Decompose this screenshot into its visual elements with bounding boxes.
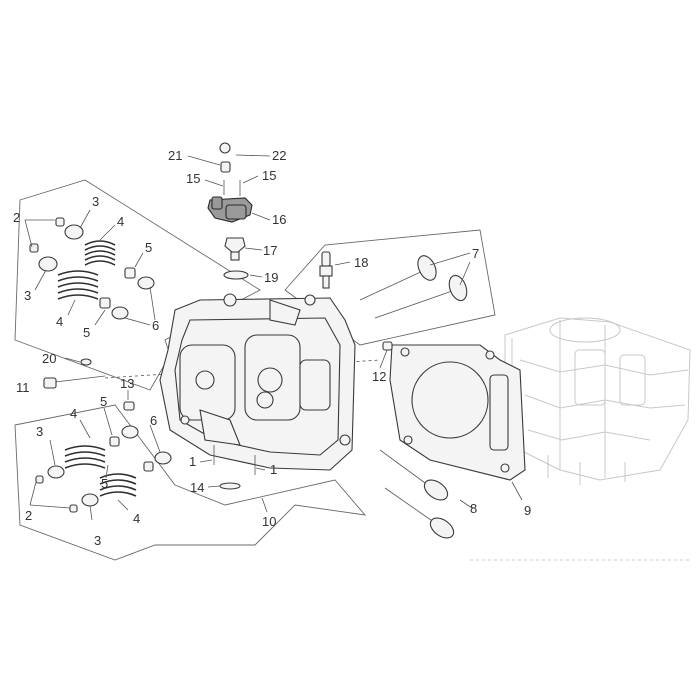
label-6-upper: 6 [152,318,159,333]
valve-springs-upper [29,217,155,320]
label-6-lower: 6 [150,413,157,428]
label-11: 11 [16,380,30,395]
label-16: 16 [272,212,286,227]
label-4-lower-b: 4 [133,511,140,526]
dowel-pin-12 [382,341,393,351]
label-19: 19 [264,270,278,285]
cylinder-head [159,293,356,471]
stud-bolt-11 [43,375,106,389]
label-10: 10 [262,514,276,529]
label-4-upper-b: 4 [56,314,63,329]
label-15b: 15 [262,168,276,183]
studs-1 [213,445,256,475]
o-ring-14 [219,482,241,490]
label-21: 21 [168,148,182,163]
dowel-pin-13 [123,401,135,411]
label-2-lower: 2 [25,508,32,523]
thermostat-housing [207,196,253,223]
label-13: 13 [120,376,134,391]
label-5-lower-b: 5 [101,476,108,491]
label-12: 12 [372,369,386,384]
label-4-lower-a: 4 [70,406,77,421]
label-20: 20 [42,351,56,366]
label-3-lower-a: 3 [36,424,43,439]
callout-labels: 21 22 15 15 16 17 18 19 7 2 3 4 5 3 4 5 … [13,148,531,548]
label-3-upper-b: 3 [24,288,31,303]
label-8: 8 [470,501,477,516]
label-15a: 15 [186,171,200,186]
label-9: 9 [524,503,531,518]
spark-plug [319,251,333,289]
label-5-upper-a: 5 [145,240,152,255]
label-1-right: 1 [270,462,277,477]
valves-upper [359,255,468,319]
label-5-upper-b: 5 [83,325,90,340]
label-7: 7 [472,246,479,261]
label-14: 14 [190,480,204,495]
label-17: 17 [263,243,277,258]
valves-lower [379,449,455,539]
label-18: 18 [354,255,368,270]
label-2-upper: 2 [13,210,20,225]
bleed-screw [219,142,241,196]
label-3-upper-a: 3 [92,194,99,209]
group-boundary-upper-left [14,179,261,391]
label-5-lower-a: 5 [100,394,107,409]
leader-lines [24,154,523,521]
valve-springs-lower [35,425,172,513]
group-boundary-lower-left [14,404,367,561]
o-ring-20 [80,358,92,366]
label-4-upper-a: 4 [117,214,124,229]
label-3-lower-b: 3 [94,533,101,548]
label-22: 22 [272,148,286,163]
label-1-left: 1 [189,454,196,469]
o-ring-19 [223,270,249,280]
head-gasket [389,344,526,481]
thermostat [224,237,246,261]
